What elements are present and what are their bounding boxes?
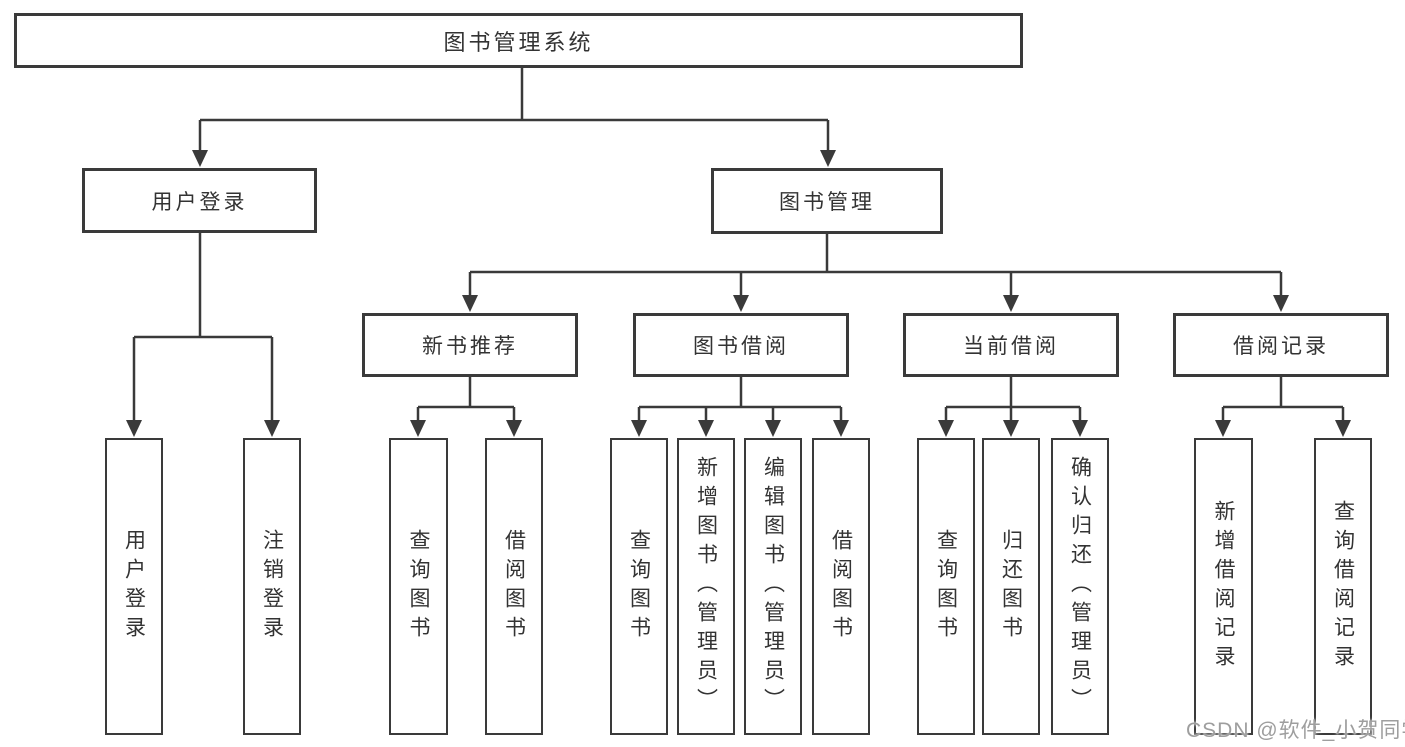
connector-new-book-group xyxy=(410,377,522,437)
node-new-book-recommend: 新书推荐 xyxy=(362,313,578,377)
leaf-nb-borrow-books: 借阅图书 xyxy=(485,438,543,735)
node-borrowing-records: 借阅记录 xyxy=(1173,313,1389,377)
leaf-bb-edit-books-admin: 编辑图书（管理员） xyxy=(744,438,802,735)
connector-book-borrowing-group xyxy=(631,377,849,437)
node-user-login-group: 用户登录 xyxy=(82,168,317,233)
leaf-cb-query-books: 查询图书 xyxy=(917,438,975,735)
connector-user-login-group xyxy=(126,233,280,437)
leaf-bb-borrow-books: 借阅图书 xyxy=(812,438,870,735)
arrowhead-icon xyxy=(264,420,280,437)
arrowhead-icon xyxy=(733,295,749,312)
arrowhead-icon xyxy=(833,420,849,437)
connector-root-to-level2 xyxy=(192,68,836,167)
leaf-cb-return-books: 归还图书 xyxy=(982,438,1040,735)
arrowhead-icon xyxy=(410,420,426,437)
arrowhead-icon xyxy=(1335,420,1351,437)
leaf-user-login: 用户登录 xyxy=(105,438,163,735)
arrowhead-icon xyxy=(192,150,208,167)
leaf-cb-confirm-return-admin: 确认归还（管理员） xyxy=(1051,438,1109,735)
arrowhead-icon xyxy=(1003,295,1019,312)
arrowhead-icon xyxy=(462,295,478,312)
arrowhead-icon xyxy=(1072,420,1088,437)
arrowhead-icon xyxy=(765,420,781,437)
leaf-nb-query-books: 查询图书 xyxy=(389,438,448,735)
arrowhead-icon xyxy=(506,420,522,437)
arrowhead-icon xyxy=(698,420,714,437)
arrowhead-icon xyxy=(1273,295,1289,312)
leaf-br-query-record: 查询借阅记录 xyxy=(1314,438,1372,735)
arrowhead-icon xyxy=(631,420,647,437)
connector-book-management-group xyxy=(462,234,1289,312)
arrowhead-icon xyxy=(126,420,142,437)
leaf-logout: 注销登录 xyxy=(243,438,301,735)
arrowhead-icon xyxy=(1215,420,1231,437)
leaf-bb-query-books: 查询图书 xyxy=(610,438,668,735)
leaf-bb-add-books-admin: 新增图书（管理员） xyxy=(677,438,735,735)
leaf-br-add-record: 新增借阅记录 xyxy=(1194,438,1253,735)
connector-current-borrowing-group xyxy=(938,377,1088,437)
connector-borrowing-records-group xyxy=(1215,377,1351,437)
node-root-title: 图书管理系统 xyxy=(14,13,1023,68)
arrowhead-icon xyxy=(820,150,836,167)
node-current-borrowing: 当前借阅 xyxy=(903,313,1119,377)
arrowhead-icon xyxy=(938,420,954,437)
arrowhead-icon xyxy=(1003,420,1019,437)
node-book-borrowing: 图书借阅 xyxy=(633,313,849,377)
node-book-management-group: 图书管理 xyxy=(711,168,943,234)
watermark: CSDN @软件_小贺同学 xyxy=(1186,719,1405,742)
